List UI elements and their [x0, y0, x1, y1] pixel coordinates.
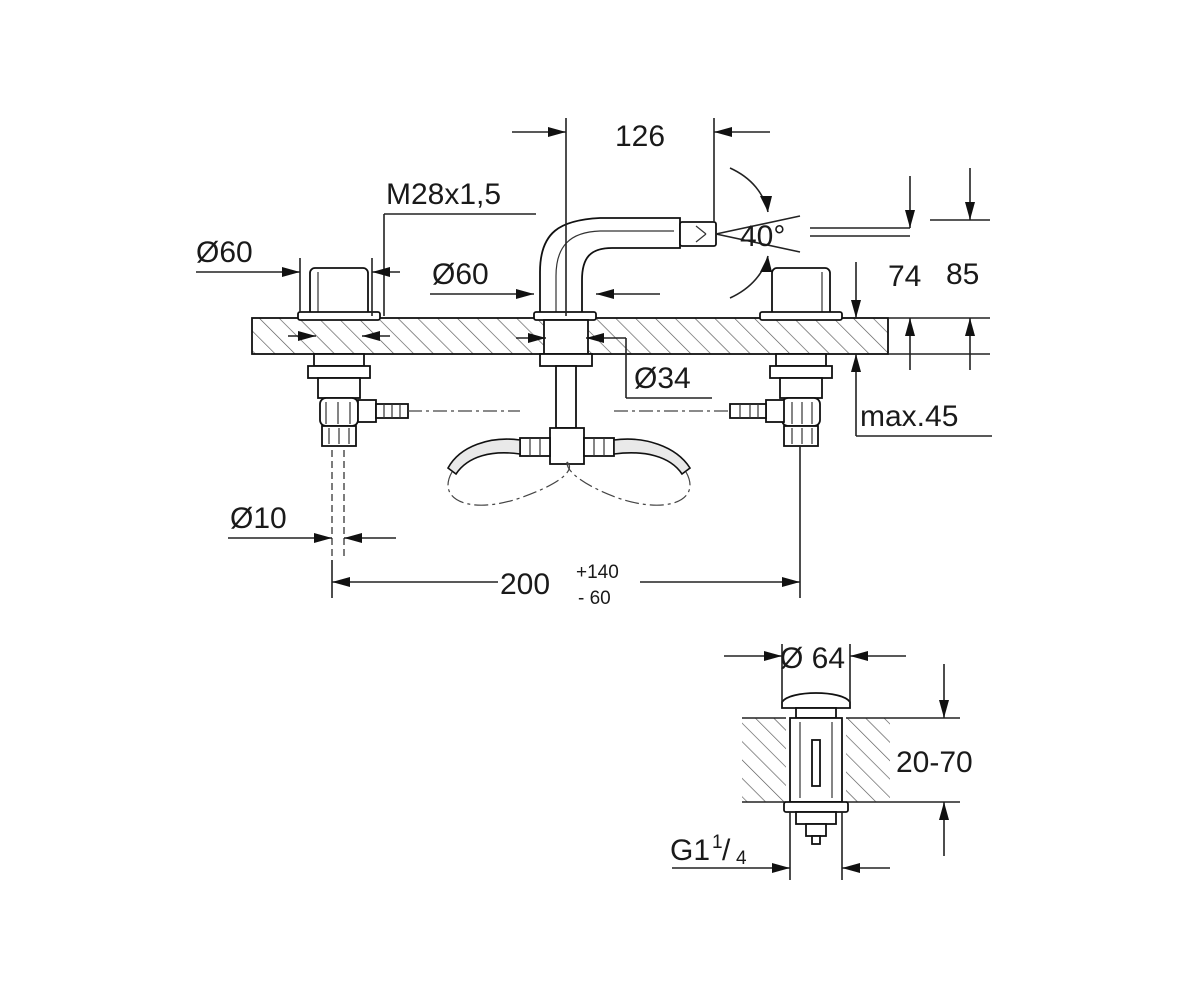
popup-waste-slab [742, 717, 960, 803]
dimension-20-70: 20-70 [896, 664, 973, 856]
left-handle-valve [297, 267, 409, 447]
label-dia60-left: Ø60 [196, 236, 253, 269]
label-g1-num: 1 [712, 832, 723, 853]
label-dia10: Ø10 [230, 502, 287, 535]
hose-routing-lines [408, 410, 730, 506]
dimension-g1-quarter: G1 1 / 4 [670, 812, 890, 880]
label-angle: 40° [740, 220, 785, 253]
dimension-dia60-left: Ø60 [196, 236, 400, 316]
label-200: 200 [500, 568, 550, 601]
label-dia60-mid: Ø60 [432, 258, 489, 291]
label-g1-den: 4 [736, 848, 747, 869]
thread-callout: M28x1,5 [383, 178, 536, 316]
right-handle-valve [729, 267, 843, 447]
label-74: 74 [888, 260, 921, 293]
hole-arrows-left [288, 331, 390, 341]
label-g1-main: G1 [670, 834, 710, 867]
label-tol-plus: +140 [576, 562, 619, 583]
label-tol-minus: - 60 [578, 588, 611, 609]
dimension-200: 200 +140 - 60 [331, 446, 801, 609]
center-spout [446, 217, 717, 476]
dimension-126: 126 [512, 118, 770, 316]
dimension-74-85: 74 85 [810, 168, 990, 370]
dimension-dia34: Ø34 [516, 333, 712, 399]
drill-hole-dashed [331, 450, 345, 560]
label-85: 85 [946, 258, 979, 291]
label-thread: M28x1,5 [386, 178, 501, 211]
popup-waste-valve [781, 692, 851, 845]
dimension-dia64: Ø 64 [724, 642, 906, 702]
label-g1-slash: / [722, 834, 731, 867]
label-dia64: Ø 64 [780, 642, 845, 675]
label-dia34: Ø34 [634, 362, 691, 395]
label-max45: max.45 [860, 400, 958, 433]
label-20-70: 20-70 [896, 746, 973, 779]
dimension-dia60-mid: Ø60 [430, 258, 660, 299]
label-126: 126 [615, 120, 665, 153]
dimension-dia10: Ø10 [228, 502, 396, 543]
dimension-max45: max.45 [851, 262, 992, 437]
dimension-angle: 40° [715, 167, 801, 299]
